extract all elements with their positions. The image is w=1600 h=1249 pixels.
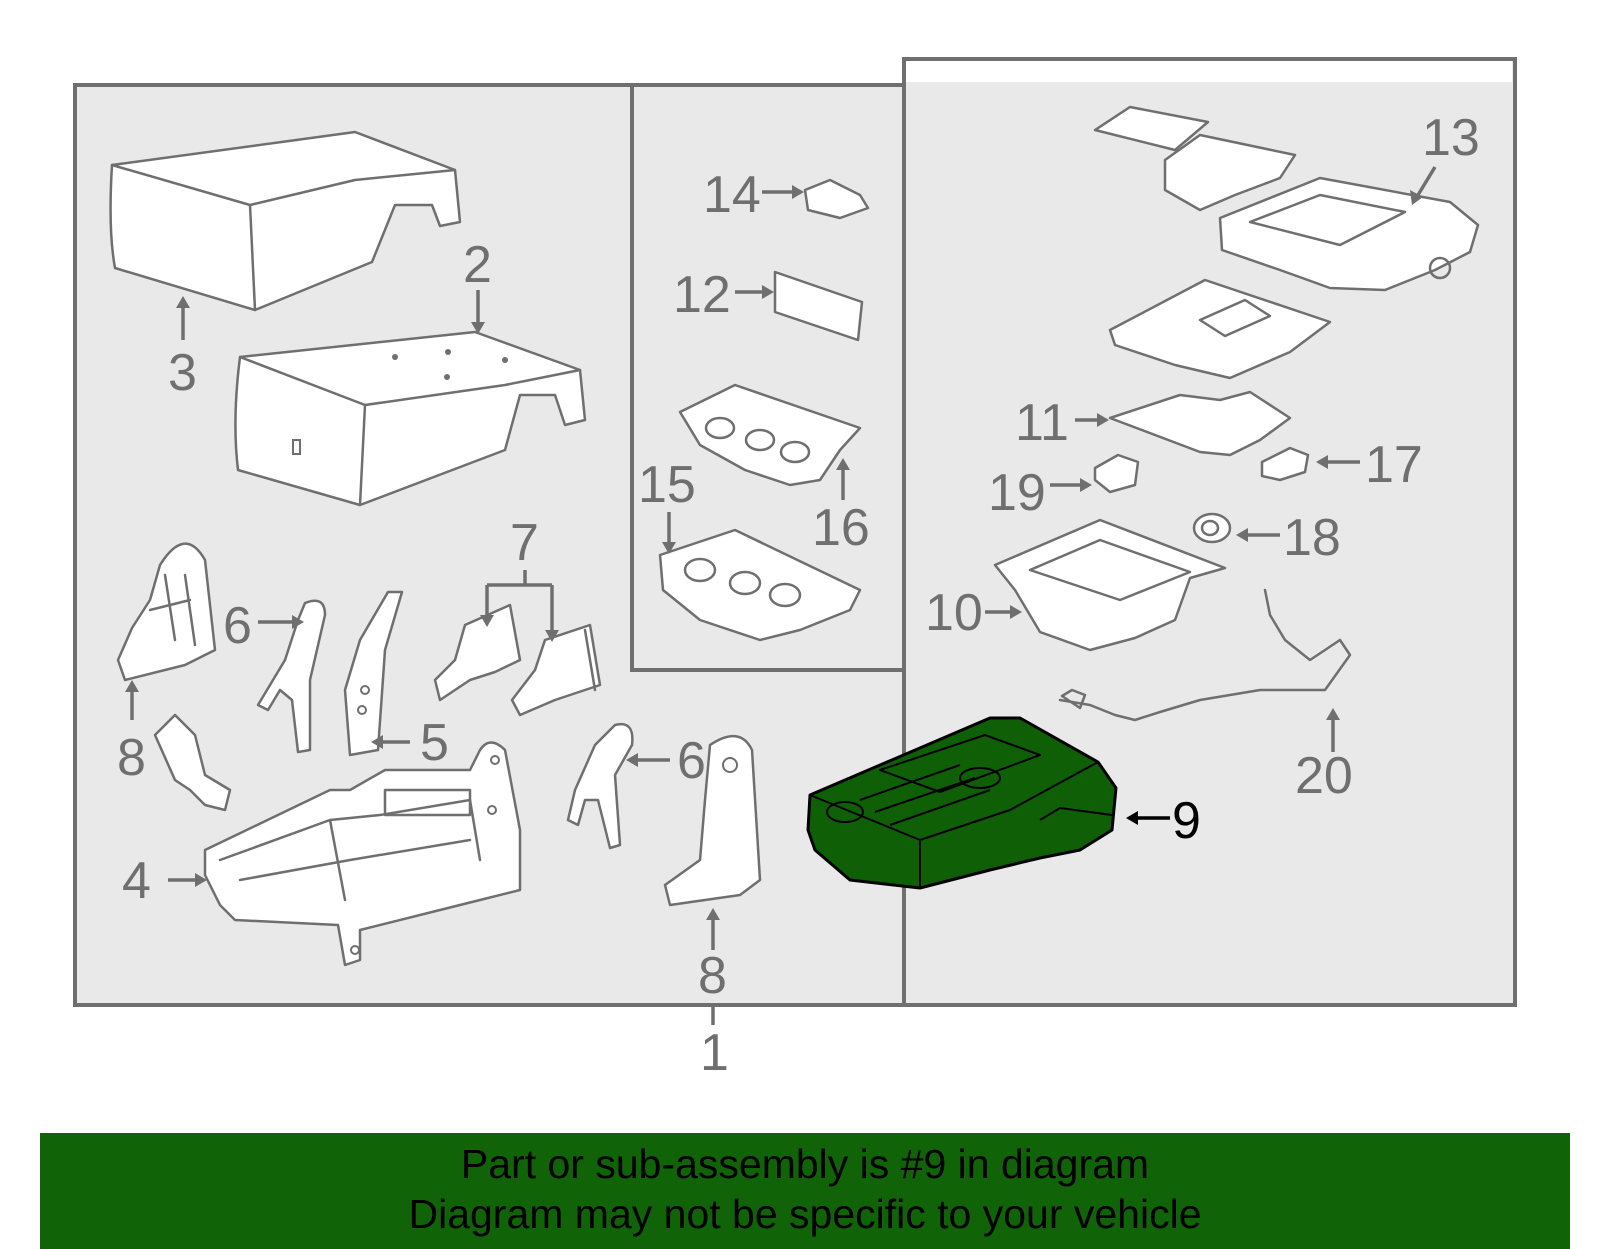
callout-arrows [125, 166, 1437, 1025]
info-banner: Part or sub-assembly is #9 in diagram Di… [40, 1133, 1570, 1249]
banner-line-2: Diagram may not be specific to your vehi… [408, 1191, 1202, 1237]
part-13-armrest-lid [1093, 105, 1480, 292]
part-9-cushion-pan [806, 716, 1118, 890]
callout-1: 1 [700, 1024, 729, 1082]
callout-6-right: 6 [677, 732, 706, 790]
part-armrest-plate [1108, 278, 1332, 380]
callout-10: 10 [925, 584, 983, 642]
callout-19: 19 [988, 464, 1046, 522]
part-20-wire-harness [1058, 588, 1352, 722]
callout-18: 18 [1283, 509, 1341, 567]
callout-9: 9 [1172, 792, 1201, 850]
part-19-switch [1093, 453, 1140, 494]
part-10-storage-bin [993, 518, 1227, 652]
callout-8-right: 8 [698, 947, 727, 1005]
box-gap-mask [632, 60, 1512, 82]
callout-15: 15 [638, 456, 696, 514]
callout-labels: 3 2 6 8 5 7 4 6 8 1 14 12 16 15 13 11 19… [117, 109, 1480, 1082]
callout-5: 5 [420, 714, 449, 772]
callout-16: 16 [812, 499, 870, 557]
part-8-latch [153, 713, 232, 812]
part-17-plug [1260, 446, 1310, 482]
part-6-bracket-left [256, 599, 327, 754]
part-12-panel [773, 270, 864, 342]
callout-17: 17 [1365, 436, 1423, 494]
callout-14: 14 [703, 166, 761, 224]
part-8-side-panel-left [116, 542, 217, 682]
callout-12: 12 [673, 266, 731, 324]
callout-2: 2 [463, 236, 492, 294]
callout-6-left: 6 [223, 597, 252, 655]
callout-13: 13 [1422, 109, 1480, 167]
part-15-cupholder-tray [658, 528, 862, 642]
callout-11: 11 [1015, 394, 1069, 452]
part-3-seat-cover [109, 130, 462, 312]
part-4-seat-frame [203, 741, 522, 967]
part-14-clip [803, 178, 870, 220]
part-18-grommet [1192, 512, 1232, 544]
callout-3: 3 [168, 344, 197, 402]
callout-20: 20 [1295, 747, 1353, 805]
part-2-seat-cushion [234, 330, 587, 507]
callout-7: 7 [510, 514, 539, 572]
part-5-bracket [343, 590, 404, 757]
part-6-bracket-right [566, 722, 634, 850]
part-7-brackets [433, 603, 602, 717]
part-8-side-panel-right [663, 735, 762, 907]
banner-line-1: Part or sub-assembly is #9 in diagram [460, 1141, 1150, 1187]
part-11-mat [1108, 390, 1292, 457]
part-16-cupholder-tray [678, 383, 862, 487]
callout-4: 4 [122, 852, 151, 910]
callout-8-left: 8 [117, 729, 146, 787]
